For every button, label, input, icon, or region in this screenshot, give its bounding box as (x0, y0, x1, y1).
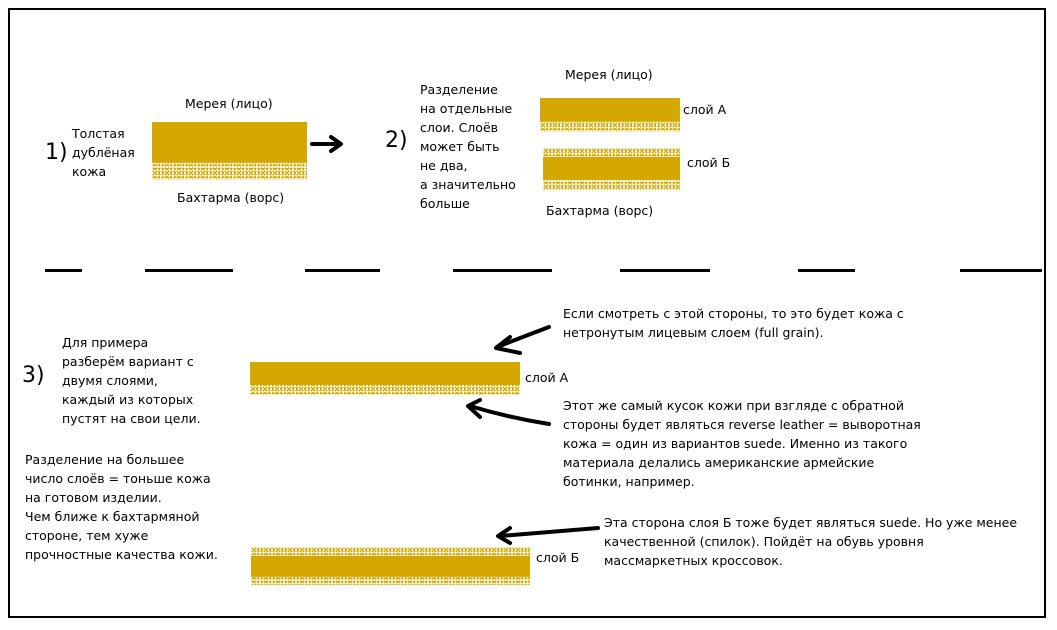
split-leather-callout: Эта сторона слоя Б тоже будет являться s… (604, 515, 1018, 568)
layer-b-label: слой Б (536, 550, 580, 565)
step-number-2: 2) (385, 128, 408, 153)
thick-leather-label: Толстая дублёная кожа (72, 126, 135, 179)
layers-note: Разделение на большее число слоёв = тонь… (25, 452, 218, 562)
whole-leather-slab (152, 122, 307, 180)
layer-b-slab (543, 148, 680, 190)
divider-dash (960, 269, 1042, 272)
layer-b-label: слой Б (687, 155, 731, 170)
divider-dash (45, 269, 82, 272)
arrow-to-flesh-icon (466, 398, 551, 426)
grain-label: Мерея (лицо) (565, 67, 653, 82)
divider-dash (798, 269, 855, 272)
reverse-leather-callout: Этот же самый кусок кожи при взгляде с о… (563, 398, 921, 489)
arrow-right-icon (310, 135, 343, 153)
layer-a-slab (250, 362, 520, 395)
flesh-label: Бахтарма (ворс) (177, 190, 285, 205)
flesh-label: Бахтарма (ворс) (546, 203, 654, 218)
splitting-description: Разделение на отдельные слои. Слоёв може… (420, 82, 516, 211)
step-number-1: 1) (45, 140, 68, 165)
divider-dash (305, 269, 380, 272)
layer-a-label: слой А (683, 102, 727, 117)
divider-dash (145, 269, 233, 272)
step-number-3: 3) (22, 363, 45, 388)
layer-a-label: слой А (525, 370, 569, 385)
example-intro: Для примера разберём вариант с двумя сло… (62, 335, 201, 426)
divider-dash (620, 269, 710, 272)
layer-b-slab (251, 547, 530, 585)
frame-border (8, 8, 1046, 618)
arrow-to-layer-b-icon (496, 526, 600, 545)
divider-dash (453, 269, 552, 272)
full-grain-callout: Если смотреть с этой стороны, то это буд… (563, 306, 904, 340)
arrow-to-grain-icon (494, 325, 551, 355)
layer-a-slab (540, 98, 680, 132)
grain-label: Мерея (лицо) (185, 96, 273, 111)
